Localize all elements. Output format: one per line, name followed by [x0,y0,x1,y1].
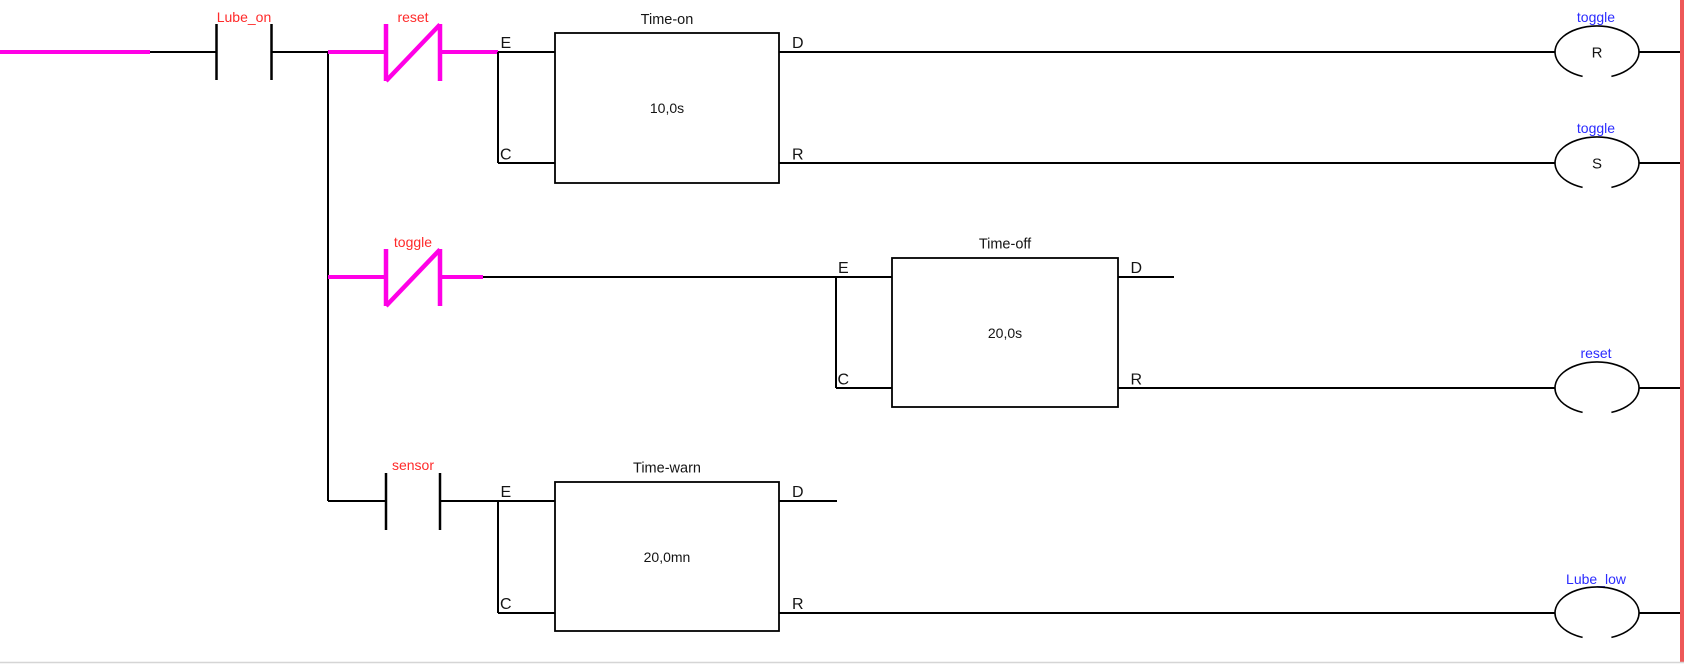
port-label-control: C [500,147,512,164]
port-label-done: D [1131,260,1143,277]
coil-mode-letter: S [1592,156,1602,173]
coil-lube-low[interactable]: Lube_low [1554,571,1640,639]
timer-block-time-warn[interactable]: E C Time-warn 20,0mn D R [497,461,804,632]
contact-label: reset [397,9,428,25]
coil-label: reset [1580,345,1611,361]
coil-label: toggle [1577,120,1615,136]
nc-slash-icon [384,247,442,308]
timer-preset-value: 10,0s [650,100,684,116]
rung-1: Lube_on reset E C Time-on 10,0s D R [0,9,1680,501]
timer-title: Time-off [979,237,1032,253]
set-coil-toggle[interactable]: toggle S [1554,120,1640,189]
coil-label: Lube_low [1566,571,1627,587]
timer-title: Time-on [641,12,694,28]
nc-contact-reset[interactable]: reset [383,9,443,83]
port-label-reset: R [792,596,804,613]
port-label-enable: E [501,35,512,52]
coil-mode-letter: R [1592,45,1603,62]
no-contact-lube-on[interactable]: Lube_on [215,9,273,80]
rung-3: sensor E C Time-warn 20,0mn D R Lube_low [328,457,1680,639]
timer-block-time-off[interactable]: E C Time-off 20,0s D R [835,237,1143,408]
coil-reset[interactable]: reset [1554,345,1640,414]
port-label-reset: R [1131,372,1143,389]
rung-2: toggle E C Time-off 20,0s D R reset [328,234,1680,414]
contact-label: Lube_on [217,9,272,25]
coil-symbol-icon [1554,25,1640,78]
timer-box[interactable] [554,32,780,184]
timer-block-time-on[interactable]: E C Time-on 10,0s D R [497,12,804,184]
coil-symbol-icon [1554,136,1640,189]
no-contact-sensor[interactable]: sensor [384,457,442,530]
port-label-done: D [792,484,804,501]
port-label-control: C [500,596,512,613]
nc-slash-icon [384,22,442,83]
timer-box[interactable] [891,257,1119,408]
port-label-reset: R [792,147,804,164]
timer-preset-value: 20,0s [988,325,1022,341]
coil-symbol-icon [1554,586,1640,639]
port-label-enable: E [838,260,849,277]
timer-box[interactable] [554,481,780,632]
nc-contact-toggle[interactable]: toggle [383,234,443,308]
contact-label: sensor [392,457,434,473]
right-power-rail [1680,0,1684,663]
reset-coil-toggle[interactable]: toggle R [1554,9,1640,78]
timer-preset-value: 20,0mn [644,549,691,565]
port-label-control: C [838,372,850,389]
coil-symbol-icon [1554,361,1640,414]
port-label-done: D [792,35,804,52]
coil-label: toggle [1577,9,1615,25]
port-label-enable: E [501,484,512,501]
timer-title: Time-warn [633,461,701,477]
contact-label: toggle [394,234,432,250]
